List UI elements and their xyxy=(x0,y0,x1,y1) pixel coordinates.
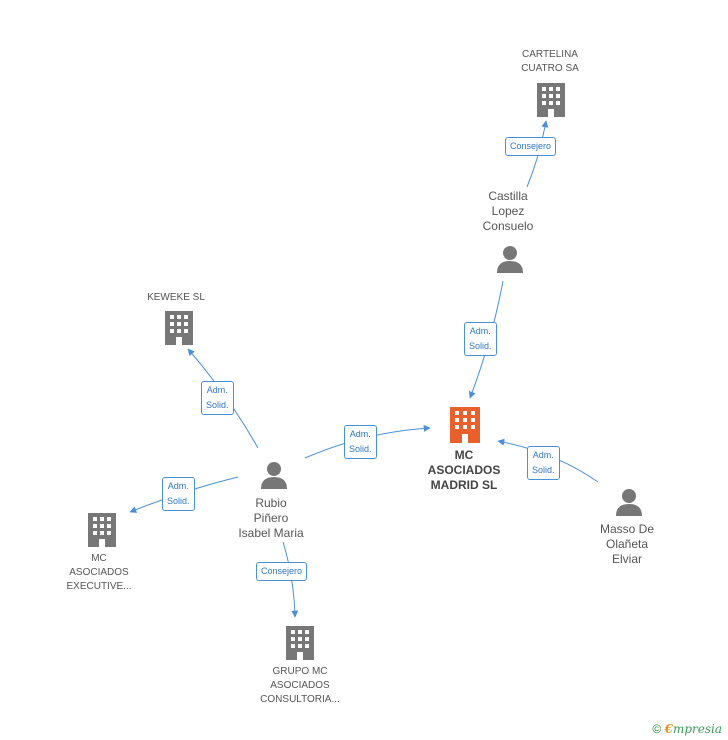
edge-label-rubio-grupo[interactable]: Consejero xyxy=(256,562,308,581)
footer-brand: © €mpresia xyxy=(652,722,722,736)
edge-label-rubio-main[interactable]: Adm. Solid. xyxy=(344,425,377,459)
building-icon[interactable] xyxy=(88,513,116,547)
node-label-executive[interactable]: MC ASOCIADOS EXECUTIVE... xyxy=(66,553,132,592)
person-icon[interactable] xyxy=(616,489,642,516)
copyright-icon: © xyxy=(652,722,662,736)
node-label-rubio[interactable]: Rubio Piñero Isabel Maria xyxy=(238,496,304,540)
edge-label-rubio-keweke[interactable]: Adm. Solid. xyxy=(201,381,234,415)
brand-logo: €mpresia xyxy=(664,722,722,736)
person-icon[interactable] xyxy=(261,462,287,489)
building-icon[interactable] xyxy=(286,626,314,660)
edge-label-masso-main[interactable]: Adm. Solid. xyxy=(527,446,560,480)
edge-label-castilla-main[interactable]: Adm. Solid. xyxy=(464,322,497,356)
person-icon[interactable] xyxy=(497,246,523,273)
node-label-keweke[interactable]: KEWEKE SL xyxy=(147,292,205,303)
edge-label-castilla-cartelina[interactable]: Consejero xyxy=(505,137,557,156)
building-icon-main[interactable] xyxy=(450,407,480,443)
node-label-castilla[interactable]: Castilla Lopez Consuelo xyxy=(482,189,534,233)
edge-label-rubio-executive[interactable]: Adm. Solid. xyxy=(162,477,195,511)
node-label-masso[interactable]: Masso De Olañeta Elviar xyxy=(599,522,655,566)
building-icon[interactable] xyxy=(165,311,193,345)
node-label-main[interactable]: MC ASOCIADOS MADRID SL xyxy=(427,448,501,492)
node-label-cartelina[interactable]: CARTELINA CUATRO SA xyxy=(521,49,579,74)
node-label-grupo[interactable]: GRUPO MC ASOCIADOS CONSULTORIA... xyxy=(260,666,340,705)
building-icon[interactable] xyxy=(537,83,565,117)
